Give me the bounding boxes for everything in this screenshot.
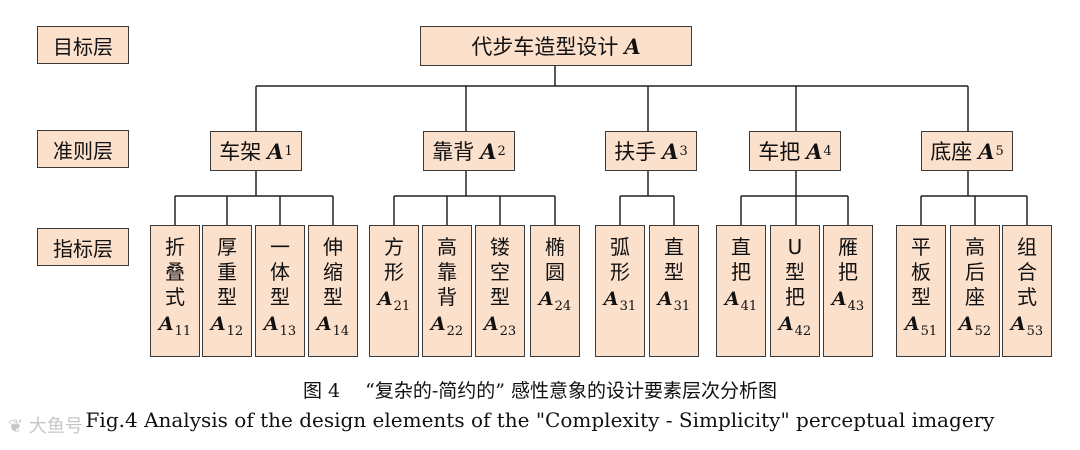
index-sub: 52 <box>974 323 992 339</box>
index-node: 高靠背 A22 <box>422 225 472 357</box>
index-label: 折叠式 <box>165 235 185 309</box>
index-sub: 22 <box>446 323 464 339</box>
index-sub: 11 <box>174 323 192 339</box>
index-node: 雁把 A43 <box>823 225 873 357</box>
index-sub: 43 <box>847 298 865 314</box>
watermark-logo-icon: ❦ <box>8 416 24 437</box>
root-node: 代步车造型设计 A <box>420 26 692 66</box>
criteria-label: 车把 <box>758 140 801 164</box>
index-var: A <box>831 288 847 310</box>
index-label: 椭圆 <box>545 235 565 284</box>
index-label: 雁把 <box>838 235 858 284</box>
index-sub: 41 <box>740 298 758 314</box>
index-sub: 51 <box>920 323 938 339</box>
criteria-var: A <box>267 138 284 164</box>
index-sub: 12 <box>226 323 244 339</box>
index-var: A <box>958 313 974 335</box>
layer-label-criteria: 准则层 <box>37 130 129 168</box>
criteria-var: A <box>480 138 497 164</box>
index-node: 组合式 A53 <box>1002 225 1052 357</box>
index-var: A <box>603 288 619 310</box>
index-var: A <box>483 313 499 335</box>
index-sub: 24 <box>554 298 572 314</box>
index-sub: 31 <box>619 298 637 314</box>
index-var: A <box>724 288 740 310</box>
criteria-label: 靠背 <box>432 140 475 164</box>
index-sub: 14 <box>332 323 350 339</box>
index-node: 弧形 A31 <box>595 225 645 357</box>
index-node: 直型 A31 <box>649 225 699 357</box>
criteria-sub: 2 <box>497 143 506 159</box>
index-label: 方形 <box>384 235 404 284</box>
index-node: 椭圆 A24 <box>530 225 580 357</box>
index-label: 直型 <box>664 235 684 284</box>
index-var: A <box>158 313 174 335</box>
index-label: 直把 <box>731 235 751 284</box>
index-node: 平板型 A51 <box>896 225 946 357</box>
index-var: A <box>904 313 920 335</box>
criteria-var: A <box>662 138 679 164</box>
index-label: 一体型 <box>270 235 290 309</box>
layer-label-index: 指标层 <box>37 228 129 266</box>
index-sub: 23 <box>499 323 517 339</box>
criteria-label: 扶手 <box>614 140 657 164</box>
index-label: 伸缩型 <box>323 235 343 309</box>
index-node: 厚重型 A12 <box>202 225 252 357</box>
index-var: A <box>657 288 673 310</box>
criteria-sub: 3 <box>679 143 688 159</box>
criteria-var: A <box>806 138 823 164</box>
index-sub: 31 <box>673 298 691 314</box>
root-var: A <box>624 33 641 59</box>
criteria-label: 车架 <box>219 140 262 164</box>
index-label: 组合式 <box>1017 235 1037 309</box>
index-label: 镂空型 <box>490 235 510 309</box>
index-node: 伸缩型 A14 <box>308 225 358 357</box>
figure-caption-en: Fig.4 Analysis of the design elements of… <box>85 408 995 432</box>
criteria-label: 底座 <box>930 140 973 164</box>
index-var: A <box>430 313 446 335</box>
index-var: A <box>538 288 554 310</box>
index-node: 高后座 A52 <box>950 225 1000 357</box>
watermark-text: 大鱼号 <box>28 416 83 437</box>
layer-label-target: 目标层 <box>37 26 129 64</box>
root-label: 代步车造型设计 <box>471 35 619 59</box>
criteria-sub: 4 <box>823 143 832 159</box>
index-var: A <box>263 313 279 335</box>
index-sub: 13 <box>279 323 297 339</box>
figure-caption-cn: 图 4 “复杂的-简约的” 感性意象的设计要素层次分析图 <box>302 380 778 402</box>
index-label: 高后座 <box>965 235 985 309</box>
index-var: A <box>778 313 794 335</box>
index-node: 方形 A21 <box>369 225 419 357</box>
index-label: 平板型 <box>911 235 931 309</box>
index-label: 厚重型 <box>217 235 237 309</box>
criteria-var: A <box>978 138 995 164</box>
index-var: A <box>1010 313 1026 335</box>
index-var: A <box>377 288 393 310</box>
index-node: 直把 A41 <box>716 225 766 357</box>
index-var: A <box>210 313 226 335</box>
index-label: 高靠背 <box>437 235 457 309</box>
index-sub: 53 <box>1026 323 1044 339</box>
index-node: 镂空型 A23 <box>475 225 525 357</box>
index-label: U型把 <box>785 235 805 309</box>
index-var: A <box>316 313 332 335</box>
index-sub: 42 <box>794 323 812 339</box>
watermark: ❦ 大鱼号 <box>8 412 83 438</box>
index-sub: 21 <box>393 298 411 314</box>
criteria-sub: 1 <box>284 143 293 159</box>
criteria-sub: 5 <box>995 143 1004 159</box>
index-label: 弧形 <box>610 235 630 284</box>
index-node: U型把 A42 <box>770 225 820 357</box>
index-node: 一体型 A13 <box>255 225 305 357</box>
index-node: 折叠式 A11 <box>150 225 200 357</box>
